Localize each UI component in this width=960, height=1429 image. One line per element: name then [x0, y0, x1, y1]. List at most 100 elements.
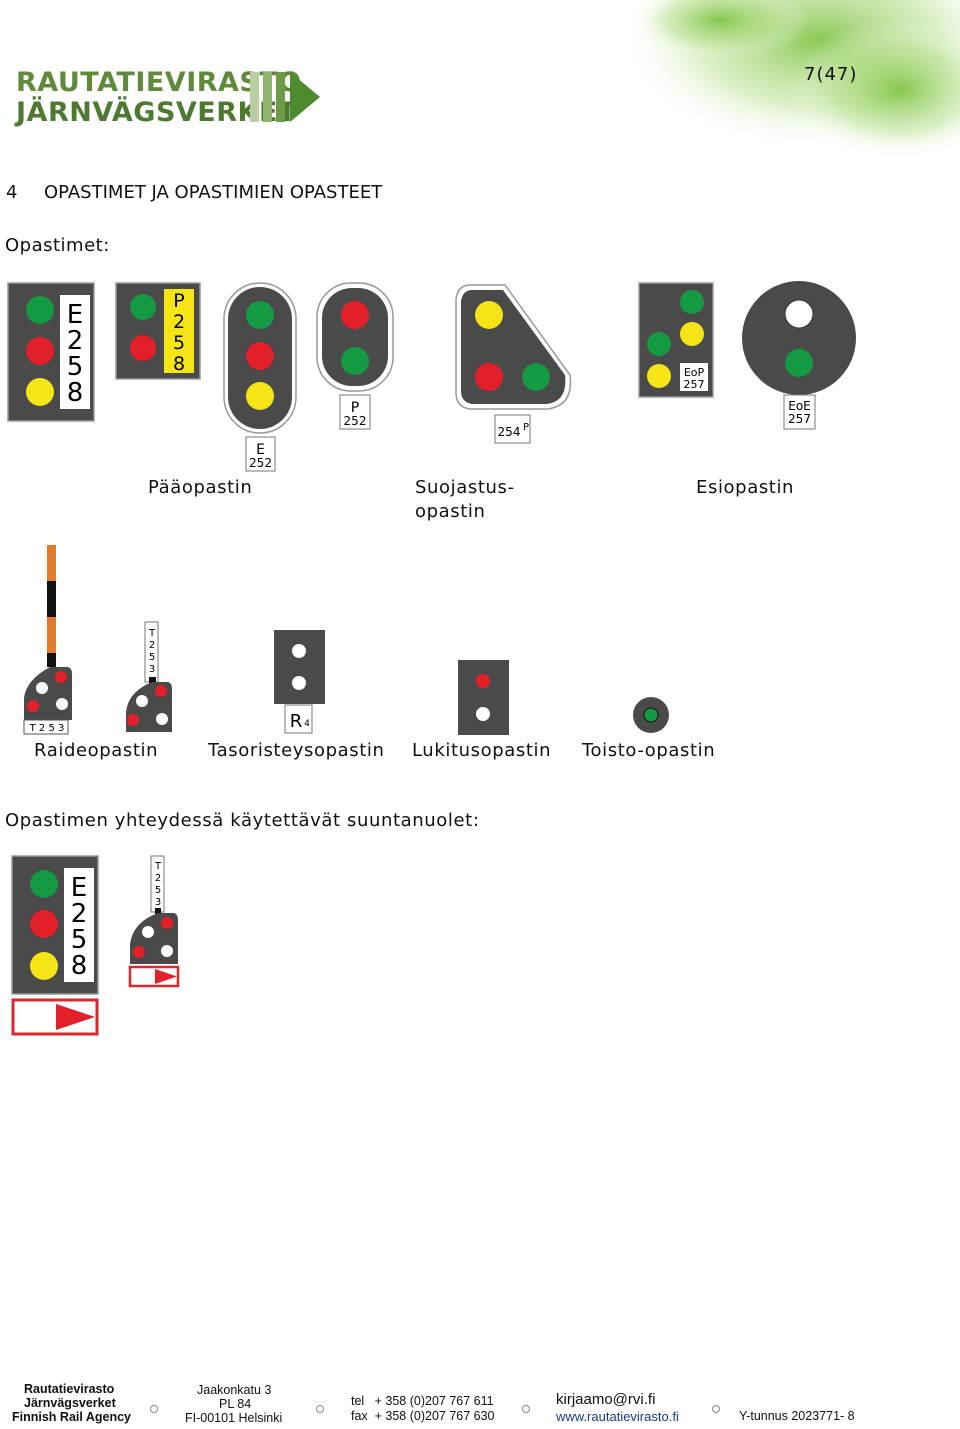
shunting-signal-pole: T 2 5 3 — [23, 545, 72, 735]
white-lamp — [784, 299, 814, 329]
label-esiopastin: Esiopastin — [696, 477, 795, 498]
footer-web-link[interactable]: www.rautatievirasto.fi — [556, 1409, 679, 1424]
yellow-lamp — [246, 382, 274, 410]
footer-separator — [316, 1405, 324, 1413]
distant-signal-eoe257: EoE 257 — [742, 281, 856, 430]
footer-tel: tel + 358 (0)207 767 611 — [351, 1394, 494, 1408]
sign-e258-char2: 2 — [67, 326, 84, 356]
main-signal-p258: P 2 5 8 — [115, 282, 201, 380]
yellow-lamp — [680, 322, 704, 346]
arrows-title: Opastimen yhteydessä käytettävät suuntan… — [5, 810, 480, 831]
white-lamp — [292, 644, 306, 658]
plate-t253-v4: 3 — [149, 664, 155, 675]
main-signal-p252: P 252 — [316, 282, 394, 430]
arrow-right-icon — [155, 969, 177, 984]
footer-org-sv: Järnvägsverket — [24, 1396, 116, 1410]
plate-t253-v2: 2 — [149, 640, 155, 651]
footer-address-city: FI-00101 Helsinki — [185, 1411, 283, 1425]
plate-eoe-number: 257 — [788, 412, 811, 426]
plate-e252-letter: E — [256, 442, 265, 458]
plate-t253-v1: T — [148, 628, 156, 639]
plate-r4-number: 4 — [304, 719, 310, 729]
footer-org-en: Finnish Rail Agency — [12, 1410, 132, 1424]
direction-arrows-illustration: E 2 5 8 T 2 5 3 — [11, 855, 180, 1036]
red-lamp — [161, 917, 173, 929]
red-lamp — [55, 671, 67, 683]
white-lamp — [476, 707, 490, 721]
label-toisto-opastin: Toisto-opastin — [582, 740, 716, 761]
other-signals-illustration: T 2 5 3 T 2 5 3 R 4 — [23, 545, 669, 735]
green-lamp — [26, 296, 54, 324]
main-signal-e252: E 252 — [223, 282, 297, 472]
sign-p258-char4: 8 — [173, 353, 185, 375]
logo-mark-icon — [250, 72, 320, 122]
section-number: 4 — [6, 182, 18, 203]
red-lamp — [30, 910, 58, 938]
section-title: OPASTIMET JA OPASTIMIEN OPASTEET — [44, 182, 383, 203]
label-suojastusopastin-1: Suojastus- — [415, 477, 515, 498]
sign-e258b-char3: 5 — [71, 925, 88, 955]
green-lamp — [647, 332, 671, 356]
plate-r4-letter: R — [290, 711, 303, 732]
header-decoration — [620, 0, 960, 160]
plate-p252-number: 252 — [344, 414, 367, 428]
sign-e258-char1: E — [67, 300, 83, 330]
red-lamp — [27, 700, 39, 712]
sign-e258b-char1: E — [71, 873, 87, 903]
plate-t253b-v4: 3 — [155, 897, 161, 908]
white-lamp — [161, 945, 173, 957]
footer-separator — [150, 1405, 158, 1413]
green-lamp — [522, 363, 550, 391]
yellow-lamp — [475, 301, 503, 329]
plate-p252-letter: P — [351, 400, 359, 416]
label-paaopastin: Pääopastin — [148, 477, 253, 498]
footer-address-po: PL 84 — [219, 1397, 252, 1411]
yellow-lamp — [26, 378, 54, 406]
sign-p258-char1: P — [173, 290, 184, 312]
white-lamp — [56, 698, 68, 710]
distant-signal-eop257: EoP 257 — [638, 282, 714, 398]
red-lamp — [341, 301, 369, 329]
green-lamp — [341, 347, 369, 375]
white-lamp — [292, 676, 306, 690]
block-signal-254: 254 P — [455, 284, 572, 444]
main-signal-with-arrow: E 2 5 8 — [11, 855, 99, 1036]
level-crossing-signal: R 4 — [274, 630, 325, 734]
green-lamp — [246, 301, 274, 329]
sign-e258b-char2: 2 — [71, 899, 88, 929]
sign-p258-char3: 5 — [173, 332, 185, 354]
label-tasoristeysopastin: Tasoristeysopastin — [208, 740, 385, 761]
plate-eoe-letters: EoE — [788, 399, 811, 413]
white-lamp — [156, 713, 168, 725]
red-lamp — [246, 342, 274, 370]
yellow-lamp — [647, 364, 671, 388]
sign-e258-char3: 5 — [67, 352, 84, 382]
green-lamp — [30, 870, 58, 898]
yellow-lamp — [30, 952, 58, 980]
arrow-right-icon — [56, 1004, 95, 1030]
footer: Rautatievirasto Järnvägsverket Finnish R… — [0, 1378, 960, 1428]
locking-signal — [458, 660, 509, 735]
red-lamp — [476, 674, 490, 688]
main-signals-illustration: E 2 5 8 P 2 5 8 E 252 P 252 — [7, 281, 856, 472]
section-heading: 4 OPASTIMET JA OPASTIMIEN OPASTEET — [6, 182, 382, 203]
plate-t253: T 2 5 3 — [29, 723, 65, 734]
label-suojastusopastin-2: opastin — [415, 501, 486, 522]
sign-p258-char2: 2 — [173, 311, 185, 333]
logo-text-sv: JÄRNVÄGSVERKET — [16, 97, 297, 128]
footer-fax: fax + 358 (0)207 767 630 — [351, 1409, 495, 1423]
main-signal-e258: E 2 5 8 — [7, 282, 95, 422]
page-number: 7(47) — [804, 64, 858, 85]
plate-t253-v3: 5 — [149, 652, 155, 663]
plate-254-number: 254 — [498, 425, 521, 439]
plate-eop-letters: EoP — [684, 366, 705, 379]
white-lamp — [142, 926, 154, 938]
label-lukitusopastin: Lukitusopastin — [412, 740, 552, 761]
plate-t253b-v1: T — [154, 861, 162, 872]
red-lamp — [475, 363, 503, 391]
footer-org-fi: Rautatievirasto — [24, 1382, 115, 1396]
red-lamp — [26, 337, 54, 365]
footer-email-link[interactable]: kirjaamo@rvi.fi — [556, 1391, 656, 1408]
plate-t253b-v3: 5 — [155, 885, 161, 896]
plate-254-letter: P — [523, 422, 529, 433]
